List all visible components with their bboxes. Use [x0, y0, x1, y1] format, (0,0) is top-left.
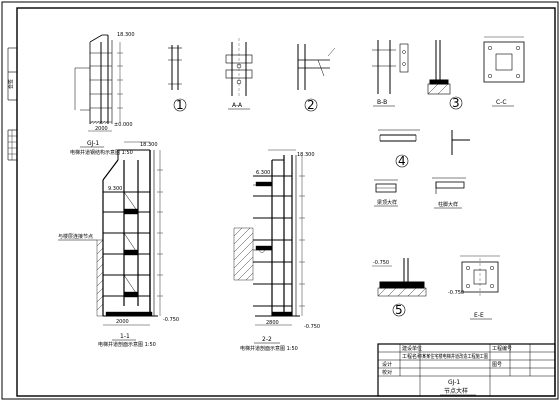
title-row-label: 工程名称: [402, 353, 422, 360]
circled-label-1: 1: [176, 98, 184, 112]
sheet-code: GJ-1: [448, 379, 460, 386]
circled-label-5: 5: [395, 303, 403, 317]
detail-ee: [460, 255, 500, 296]
small-elevation-dim: 2000: [95, 126, 108, 132]
detail-ee-level: -0.750: [448, 290, 464, 296]
circled-label-2: 2: [307, 98, 315, 112]
section-2-level: 6.300: [256, 170, 270, 176]
circled-label-1-ring: [173, 98, 187, 112]
small-elevation-hatch: [89, 120, 109, 125]
detail-5: [372, 258, 427, 297]
section-2-frame: [253, 149, 305, 326]
circled-label-4-ring: [395, 154, 409, 168]
section-label-bb: B-B: [377, 99, 387, 106]
section-1-frame: [102, 141, 163, 326]
small-elevation-label: GJ-1: [87, 140, 99, 147]
circled-label-5-ring: [392, 303, 406, 317]
small-elevation-note: 电梯井道钢结构示意图 1:50: [70, 149, 133, 156]
detail-cc: [483, 36, 525, 83]
circled-label-3: 3: [452, 96, 460, 110]
section-2-label: 2-2: [262, 336, 272, 343]
circled-label-3-ring: [449, 96, 463, 110]
circled-label-2-ring: [304, 98, 318, 112]
section-1-level-base: -0.750: [163, 317, 179, 323]
title-row-label: 设计: [382, 361, 392, 368]
section-2-note: 电梯井道剖面示意图 1:50: [240, 345, 298, 352]
title-row-label: 建设单位: [402, 345, 422, 352]
section-1-wall-hatch: [58, 208, 153, 317]
inner-border: [16, 7, 556, 397]
title-right-label: 工程编号: [492, 345, 512, 352]
beam-detail-left: [374, 179, 398, 193]
section-1-dim: 2000: [116, 319, 129, 325]
beam-detail-right: [432, 177, 466, 194]
detail-bb: [372, 40, 409, 94]
margin-label: 会签: [8, 79, 15, 89]
small-elevation: [74, 34, 123, 132]
section-label-ee: E-E: [474, 312, 484, 319]
detail-5-level: -0.750: [373, 260, 389, 266]
section-2-wall-hatch: [233, 181, 293, 317]
circled-label-4: 4: [398, 154, 406, 168]
left-margin-table: 会签: [8, 47, 17, 161]
section-2-dim: 2800: [266, 320, 279, 326]
detail-aa: [225, 38, 253, 98]
sheet-subtitle: 节点大样: [444, 387, 468, 395]
section-1-label: 1-1: [120, 333, 130, 340]
beam-label-left: 梁顶大样: [377, 199, 397, 206]
title-row-label: 校对: [382, 369, 392, 376]
small-elevation-level-top: 18.300: [117, 32, 135, 38]
detail-2: [297, 44, 336, 90]
detail-1: [168, 45, 182, 90]
small-elevation-level-base: ±0.000: [114, 122, 133, 128]
section-2-level-top: 18.300: [297, 152, 315, 158]
title-project: 某某住宅楼电梯井道改造工程施工图: [422, 353, 488, 360]
detail-3: [427, 40, 451, 95]
title-block: [377, 343, 556, 397]
section-1-level-top: 18.300: [140, 142, 158, 148]
section-label-aa: A-A: [232, 102, 243, 109]
section-2-level-base: -0.750: [304, 324, 320, 330]
section-1-side-note: 与楼层连接节点: [58, 233, 93, 240]
detail-4: [378, 129, 470, 155]
beam-label-right: 柱脚大样: [438, 201, 458, 208]
title-right-label: 图号: [492, 362, 502, 368]
section-1-note: 电梯井道剖面示意图 1:50: [98, 341, 156, 348]
section-label-cc: C-C: [496, 99, 507, 106]
section-1-level: 9.300: [108, 186, 122, 192]
